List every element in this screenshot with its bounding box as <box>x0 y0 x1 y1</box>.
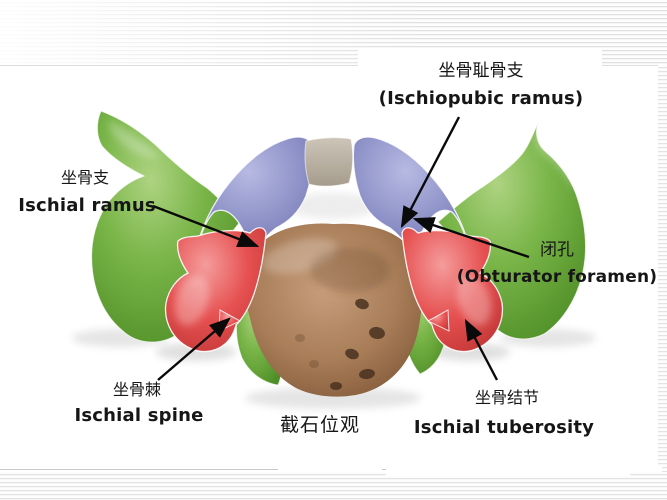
ischial-spine-right <box>426 309 450 332</box>
label-ischiopubic-ramus-zh: 坐骨耻骨支 <box>438 61 524 80</box>
label-ischial-tuberosity-zh: 坐骨结节 <box>474 390 540 407</box>
label-obturator-foramen-zh: 闭孔 <box>540 240 574 259</box>
right-stripe-band <box>658 65 667 472</box>
ischium-right-highlight <box>456 274 492 326</box>
label-ischial-spine-zh: 坐骨棘 <box>112 382 162 399</box>
sacral-base <box>304 137 354 187</box>
sacral-foramina <box>330 298 385 390</box>
top-stripe-band <box>0 0 667 66</box>
label-ischial-ramus-zh: 坐骨支 <box>60 170 110 187</box>
label-backdrop-tuberosity <box>386 400 630 476</box>
sacrum-shade <box>310 248 390 292</box>
pubis-left <box>195 136 314 253</box>
ischiopubic-ramus-arrow <box>400 116 461 229</box>
label-ischial-tuberosity-en: Ischial tuberosity <box>413 417 595 438</box>
annotation-arrows <box>152 116 530 381</box>
bottom-stripe-band <box>0 472 667 500</box>
label-ischiopubic-ramus-en: (Ischiopubic ramus) <box>378 88 584 109</box>
ischium-left-highlight <box>174 274 210 326</box>
ilium-left-highlight <box>108 120 160 159</box>
label-ischial-ramus-en: Ischial ramus <box>18 195 156 216</box>
ischial-spine-arrow <box>157 317 231 381</box>
bottom-rule-gap <box>628 466 662 472</box>
label-ischial-spine-en: Ischial spine <box>74 405 204 426</box>
ischial-ramus-arrow <box>152 204 260 248</box>
sacral-dimples <box>295 334 319 368</box>
ilium-right-highlight <box>533 124 573 190</box>
label-backdrop-caption <box>278 402 382 470</box>
view-caption: 截石位观 <box>279 415 361 436</box>
pubis-right <box>352 136 471 253</box>
obturator-foramen-arrow <box>412 217 530 259</box>
ischial-tuberosity-arrow <box>464 318 499 381</box>
label-backdrop-top <box>358 48 602 122</box>
label-obturator-foramen-en: (Obturator foramen) <box>456 267 658 287</box>
